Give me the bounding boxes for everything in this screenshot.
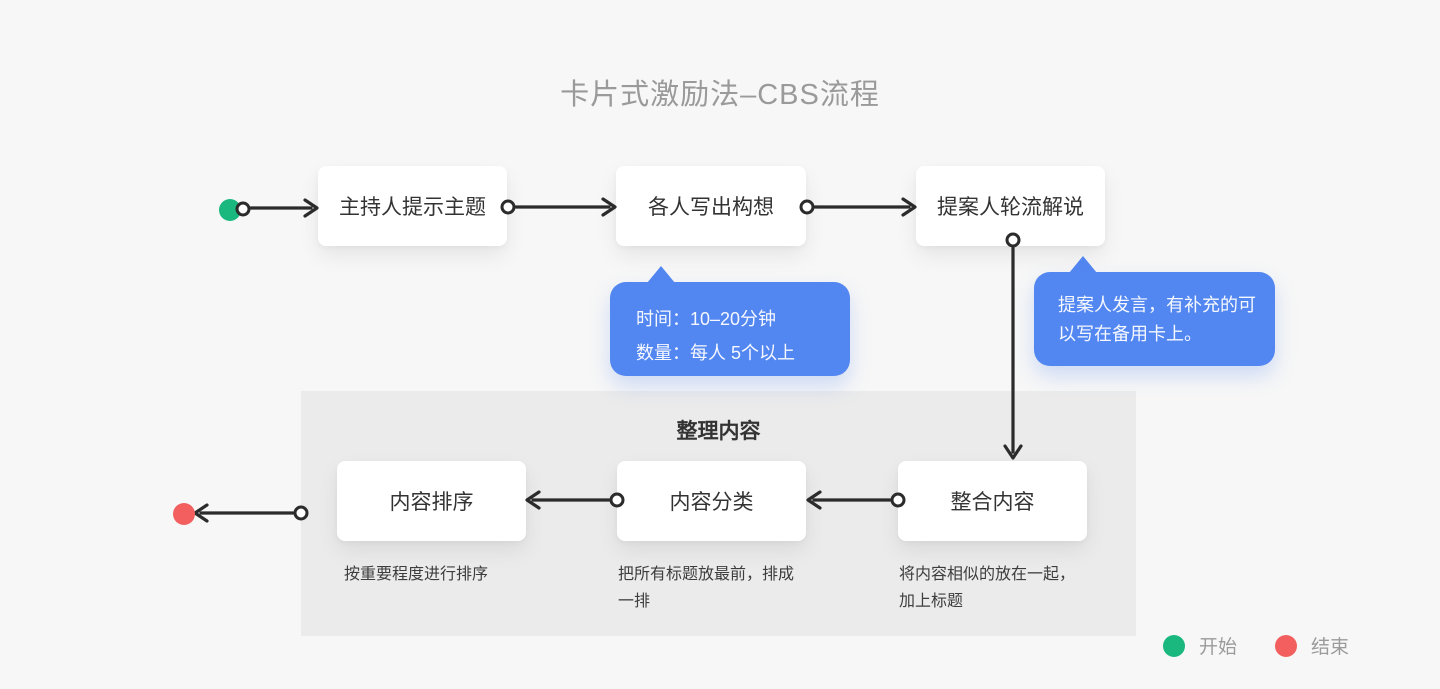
- arrow-start-host: [249, 198, 319, 218]
- flow-node-sort: 内容排序: [337, 461, 526, 541]
- note-classify: 把所有标题放最前，排成一排: [618, 566, 795, 610]
- legend: 开始 结束: [1163, 632, 1349, 659]
- arrow-write-present: [813, 197, 917, 217]
- flow-node-classify: 内容分类: [617, 461, 806, 541]
- start-dot-icon: [219, 199, 241, 221]
- flow-node-sort-label: 内容排序: [389, 491, 474, 514]
- legend-end-dot-icon: [1275, 634, 1298, 657]
- flow-node-host: 主持人提示主题: [318, 166, 507, 246]
- connector-ring-icon: [235, 201, 251, 217]
- arrow-host-write: [514, 197, 617, 217]
- flow-node-merge: 整合内容: [898, 461, 1087, 541]
- legend-start-dot-icon: [1163, 634, 1185, 657]
- legend-item-end: 结束: [1275, 632, 1349, 659]
- flow-node-merge-label: 整合内容: [950, 491, 1035, 514]
- flow-node-classify-label: 内容分类: [669, 491, 754, 514]
- bubble-speak-text: 提案人发言，有补充的可以写在备用卡上。: [1058, 295, 1256, 344]
- legend-end-label: 结束: [1311, 637, 1350, 658]
- bubble-time-line1: 时间：10–20分钟: [636, 309, 777, 329]
- flow-node-host-label: 主持人提示主题: [339, 196, 486, 219]
- legend-item-start: 开始: [1163, 632, 1237, 659]
- page-title: 卡片式激励法–CBS流程: [560, 79, 880, 111]
- callout-bubble-speak: 提案人发言，有补充的可以写在备用卡上。: [1034, 272, 1275, 366]
- note-merge: 将内容相似的放在一起，加上标题: [899, 566, 1076, 610]
- bubble-tail-up-icon: [1069, 256, 1097, 273]
- flow-node-present: 提案人轮流解说: [916, 166, 1105, 246]
- note-sort: 按重要程度进行排序: [344, 566, 489, 583]
- flow-node-write: 各人写出构想: [616, 166, 806, 246]
- end-dot-icon: [173, 503, 195, 525]
- group-panel-title: 整理内容: [676, 420, 761, 443]
- legend-start-label: 开始: [1199, 637, 1238, 658]
- flow-node-present-label: 提案人轮流解说: [937, 196, 1084, 219]
- arrow-sort-end: [193, 503, 295, 523]
- flow-node-write-label: 各人写出构想: [648, 196, 774, 219]
- bubble-tail-up-icon: [647, 266, 675, 283]
- callout-bubble-time: 时间：10–20分钟 数量：每人 5个以上: [610, 282, 850, 376]
- bubble-time-line2: 数量：每人 5个以上: [636, 343, 796, 363]
